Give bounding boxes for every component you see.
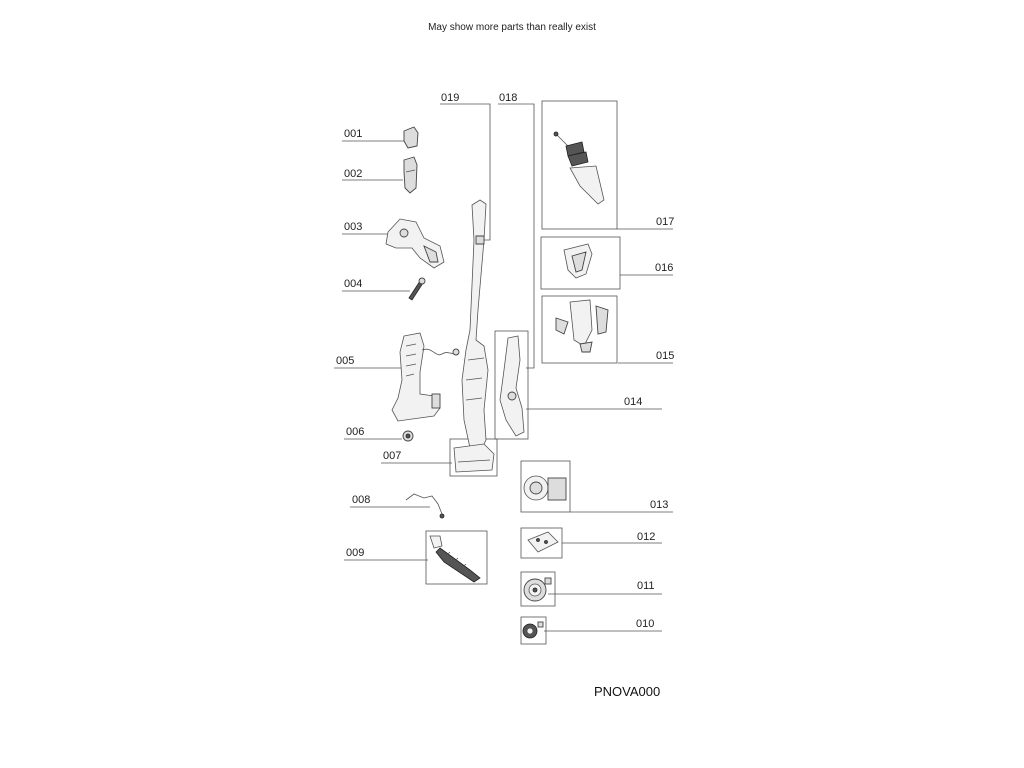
part-label-002[interactable]: 002 (344, 168, 362, 180)
part-label-003[interactable]: 003 (344, 221, 362, 233)
part-005-main-body (391, 332, 460, 422)
part-label-001[interactable]: 001 (344, 128, 362, 140)
box-016 (540, 236, 621, 290)
diagram-code: PNOVA000 (594, 684, 661, 699)
box-014 (494, 330, 529, 440)
box-010 (520, 616, 547, 645)
part-001-cap (403, 126, 419, 149)
part-011-wheel (523, 577, 552, 602)
part-label-005[interactable]: 005 (336, 355, 354, 367)
part-010-small-wheel (522, 621, 544, 639)
part-label-017[interactable]: 017 (656, 216, 674, 228)
part-003-trigger-assembly (385, 218, 445, 269)
part-014-handheld-unit (499, 335, 525, 437)
part-label-006[interactable]: 006 (346, 426, 364, 438)
box-017 (541, 100, 618, 230)
leader-lines (334, 103, 673, 632)
part-label-016[interactable]: 016 (655, 262, 673, 274)
part-013-motor (523, 475, 567, 501)
part-009-brush-roll (429, 535, 481, 583)
part-label-011[interactable]: 011 (637, 580, 655, 592)
part-label-015[interactable]: 015 (656, 350, 674, 362)
part-label-013[interactable]: 013 (650, 499, 668, 511)
part-019-stick-vacuum (453, 199, 495, 473)
part-label-009[interactable]: 009 (346, 547, 364, 559)
box-009 (425, 530, 488, 585)
part-label-014[interactable]: 014 (624, 396, 642, 408)
part-015-dust-bin (555, 299, 609, 353)
part-label-019[interactable]: 019 (441, 92, 459, 104)
part-007-floor-nozzle (453, 443, 495, 473)
part-label-010[interactable]: 010 (636, 618, 654, 630)
box-012 (520, 527, 563, 559)
box-011 (520, 571, 556, 607)
part-label-008[interactable]: 008 (352, 494, 370, 506)
part-016-filter-cup (563, 243, 593, 279)
part-006-knob (402, 430, 414, 442)
part-002-handle-piece (403, 156, 418, 194)
box-013 (520, 460, 571, 513)
part-label-007[interactable]: 007 (383, 450, 401, 462)
part-004-screw (408, 277, 426, 301)
part-label-018[interactable]: 018 (499, 92, 517, 104)
part-label-012[interactable]: 012 (637, 531, 655, 543)
part-017-filter-assembly (553, 131, 605, 205)
disclaimer-note: May show more parts than really exist (428, 22, 596, 33)
part-label-004[interactable]: 004 (344, 278, 362, 290)
box-015 (541, 295, 618, 364)
part-008-cable (405, 493, 445, 519)
part-012-circuit-board (527, 531, 559, 553)
